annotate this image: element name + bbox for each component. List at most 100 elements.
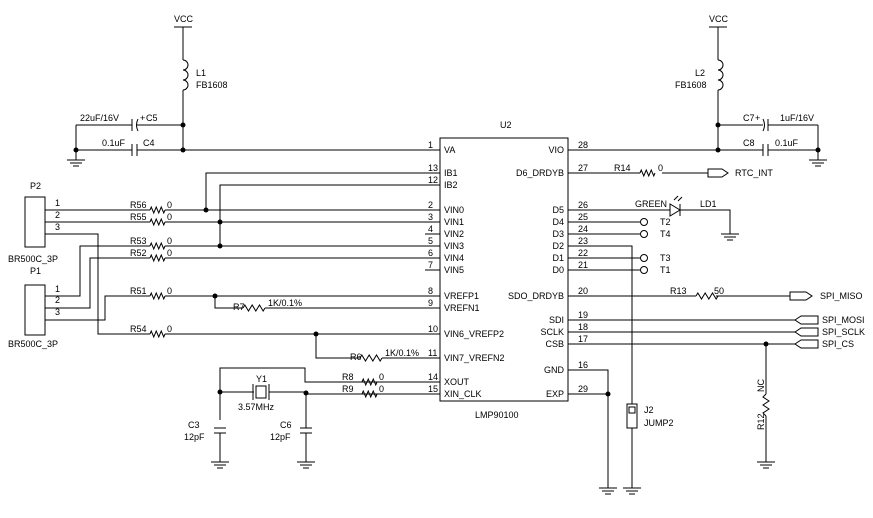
- pin-number: 20: [578, 286, 588, 296]
- pin-name: VA: [444, 145, 455, 155]
- led-ld1: [669, 203, 681, 217]
- net-port-mosi: [794, 315, 819, 325]
- resistor-r54: [149, 329, 166, 339]
- pin-number: 11: [428, 348, 437, 358]
- p1-value: BR500C_3P: [8, 339, 58, 349]
- r52-value: 0: [167, 248, 172, 258]
- pin-name: VIN4: [444, 253, 464, 263]
- c8-value: 0.1uF: [775, 138, 799, 148]
- test-point: [640, 230, 648, 238]
- input-wires: [165, 172, 440, 359]
- pin-name: D3: [552, 229, 564, 239]
- pin-number: 29: [578, 384, 588, 394]
- r13-ref: R13: [670, 286, 687, 296]
- c3-ref: C3: [188, 420, 200, 430]
- c6-ref: C6: [280, 420, 292, 430]
- pin-number: 14: [428, 372, 438, 382]
- c7-plus: +: [755, 113, 760, 123]
- connector-p1: P1 BR500C_3P 1 2 3: [8, 266, 60, 349]
- r51-ref: R51: [130, 286, 147, 296]
- pin-name: VIN0: [444, 205, 464, 215]
- pin-number: 23: [578, 236, 588, 246]
- pin-number: 8: [428, 286, 433, 296]
- test-point: [640, 266, 648, 274]
- pin-number: 18: [578, 322, 588, 332]
- ground-symbol: [297, 461, 315, 469]
- r6-value: 1K/0.1%: [385, 348, 419, 358]
- pin-number: 16: [578, 360, 588, 370]
- pin-number: 27: [578, 163, 588, 173]
- resistor-r55: [149, 217, 166, 227]
- c8-ref: C8: [743, 138, 755, 148]
- p1-ref: P1: [30, 266, 41, 276]
- pin-name: VIN3: [444, 241, 464, 251]
- pin-name: SDI: [549, 315, 564, 325]
- resistor-r52: [149, 253, 166, 263]
- y1-ref: Y1: [256, 374, 267, 384]
- r55-ref: R55: [130, 212, 147, 222]
- pin-name: D1: [552, 253, 564, 263]
- p2-value: BR500C_3P: [8, 254, 58, 264]
- ground-symbol: [599, 487, 617, 495]
- pin-number: 17: [578, 334, 588, 344]
- p2-pin-2: 2: [55, 210, 60, 220]
- pin-name: D2: [552, 241, 564, 251]
- c4-value: 0.1uF: [102, 138, 126, 148]
- pin-number: 13: [428, 163, 438, 173]
- pin-name: VIN6_VREFP2: [444, 329, 504, 339]
- pin-name: SCLK: [540, 327, 564, 337]
- r56-value: 0: [167, 200, 172, 210]
- vcc-right-label: VCC: [709, 14, 729, 24]
- net-port-rtc: [707, 168, 729, 178]
- pin-number: 7: [428, 260, 433, 270]
- led-color: GREEN: [635, 199, 667, 209]
- c6-value: 12pF: [270, 432, 291, 442]
- pin-number: 3: [428, 212, 433, 222]
- right-power: VCC L2 FB1608 C7 + 1uF/16V C8 0.1uF: [568, 14, 827, 167]
- l2-value: FB1608: [675, 80, 707, 90]
- p2-ref: P2: [30, 181, 41, 191]
- c5-ref: C5: [146, 113, 158, 123]
- p1-pin-3: 3: [55, 307, 60, 317]
- pin-number: 5: [428, 236, 433, 246]
- net-cs: SPI_CS: [822, 339, 854, 349]
- pin-number: 22: [578, 248, 588, 258]
- c5-plus: +: [140, 113, 145, 123]
- ic-body: [439, 137, 569, 402]
- c5-value: 22uF/16V: [80, 113, 119, 123]
- vcc-left-label: VCC: [174, 14, 194, 24]
- led-ref: LD1: [700, 199, 717, 209]
- crystal-y1: [255, 385, 267, 399]
- net-miso: SPI_MISO: [820, 291, 863, 301]
- pin-number: 2: [428, 200, 433, 210]
- test-point: [640, 218, 648, 226]
- ground-symbol: [809, 159, 827, 167]
- ground-symbol: [757, 461, 775, 469]
- ground-symbol: [67, 159, 85, 167]
- resistor-r6: [359, 354, 383, 362]
- ic-ref: U2: [500, 120, 512, 130]
- resistor-r56: [149, 205, 166, 215]
- pin-number: 1: [428, 140, 433, 150]
- pin-number: 26: [578, 200, 588, 210]
- pin-name: CSB: [545, 339, 564, 349]
- r7-value: 1K/0.1%: [268, 298, 302, 308]
- l1-ref: L1: [196, 68, 206, 78]
- p1-pin-1: 1: [55, 284, 60, 294]
- pin-number: 9: [428, 298, 433, 308]
- c7-value: 1uF/16V: [780, 113, 814, 123]
- connector-p2: P2 BR500C_3P 1 2 3: [8, 181, 60, 264]
- pin-number: 21: [578, 260, 588, 270]
- test-t2: T2: [660, 217, 671, 227]
- pin-number: 28: [578, 140, 588, 150]
- r9-ref: R9: [342, 384, 354, 394]
- l2-ref: L2: [695, 68, 705, 78]
- resistor-r7: [242, 304, 266, 312]
- r8-value: 0: [379, 372, 384, 382]
- ground-symbol: [721, 233, 739, 241]
- pin-name: GND: [544, 365, 565, 375]
- input-resistors: [149, 168, 719, 399]
- p2-pin-3: 3: [55, 222, 60, 232]
